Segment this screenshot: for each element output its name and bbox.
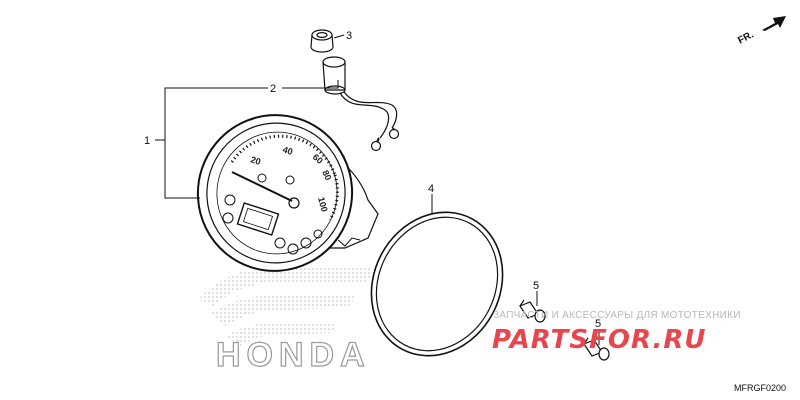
honda-wing-logo <box>198 268 372 346</box>
parts-watermark-caption: ЗАПЧАСТИ И АКСЕССУАРЫ ДЛЯ МОТОТЕХНИКИ <box>493 310 741 321</box>
dial-numbers: 20 40 60 80 100 <box>249 144 333 213</box>
diagram-code: MFRGF0200 <box>734 383 786 393</box>
front-direction-indicator: FR. <box>736 16 786 47</box>
front-direction-label: FR. <box>736 29 756 46</box>
gasket-ring-part <box>370 211 504 357</box>
leader-lines <box>155 34 600 345</box>
callout-2: 2 <box>270 83 276 95</box>
dial-number: 80 <box>320 169 333 182</box>
screw-part <box>583 337 610 361</box>
front-arrow-icon <box>762 16 786 31</box>
socket-harness-part <box>322 56 400 152</box>
honda-watermark-text: HONDA <box>216 336 371 374</box>
grommet-part <box>310 29 334 53</box>
callout-3: 3 <box>346 30 352 42</box>
dial-number: 20 <box>249 154 262 167</box>
dial-number: 100 <box>316 196 330 213</box>
callout-4: 4 <box>428 183 434 195</box>
dial-number: 40 <box>281 144 294 157</box>
callout-1: 1 <box>144 135 150 147</box>
parts-watermark-brand: PARTSFOR.RU <box>492 325 706 355</box>
screw-part <box>519 299 546 323</box>
speedometer-assembly <box>196 114 379 272</box>
dial-number: 60 <box>311 152 325 166</box>
callout-5-second: 5 <box>595 318 601 330</box>
callout-5: 5 <box>533 280 539 292</box>
